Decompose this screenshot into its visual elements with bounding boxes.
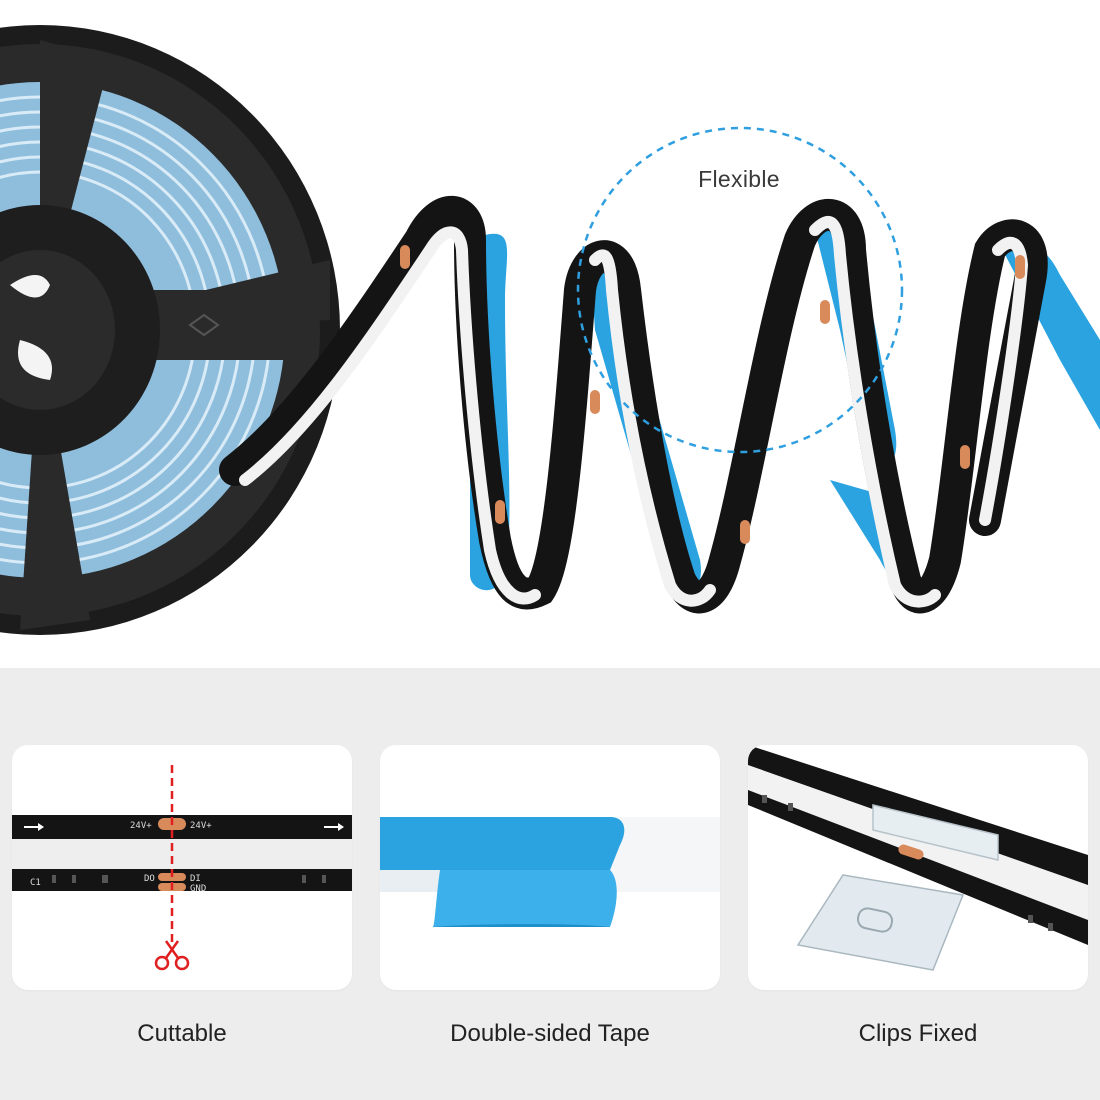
hero-illustration bbox=[0, 25, 1100, 635]
scissors-icon bbox=[154, 940, 190, 971]
cuttable-illustration: 24V+ 24V+ DO DI GND C1 bbox=[12, 765, 352, 971]
caption-clips-fixed: Clips Fixed bbox=[858, 1020, 978, 1047]
pcb-mark-di: DI bbox=[190, 874, 201, 884]
feature-card-clips-fixed bbox=[748, 745, 1088, 990]
led-strip-reel bbox=[0, 25, 340, 635]
hero-scene: Flexible bbox=[0, 25, 1100, 635]
pcb-mark-24v-right: 24V+ bbox=[190, 821, 212, 831]
pcb-mark-24v-left: 24V+ bbox=[130, 821, 152, 831]
caption-double-sided-tape: Double-sided Tape bbox=[450, 1020, 650, 1047]
arrow-right-icon bbox=[24, 823, 344, 831]
pcb-mark-gnd: GND bbox=[190, 884, 206, 894]
tape-illustration bbox=[380, 817, 720, 928]
feature-card-double-sided-tape bbox=[380, 745, 720, 990]
pcb-mark-do: DO bbox=[144, 874, 155, 884]
flexible-label: Flexible bbox=[698, 166, 780, 192]
pcb-mark-c1: C1 bbox=[30, 878, 41, 888]
feature-card-cuttable: 24V+ 24V+ DO DI GND C1 bbox=[12, 745, 352, 990]
mounting-clip bbox=[796, 804, 999, 971]
flexible-dashed-circle bbox=[576, 126, 904, 454]
clips-illustration bbox=[748, 745, 1088, 971]
caption-cuttable: Cuttable bbox=[137, 1020, 227, 1047]
led-strip-spiral bbox=[219, 195, 1100, 614]
